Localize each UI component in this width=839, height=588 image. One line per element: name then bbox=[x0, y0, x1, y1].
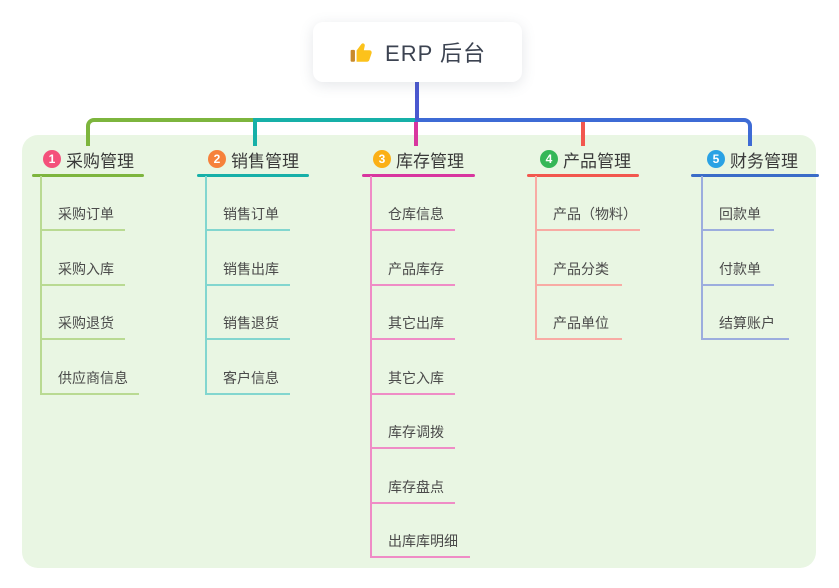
branch-label: 采购管理 bbox=[66, 151, 134, 171]
root-label: ERP 后台 bbox=[385, 41, 486, 66]
child-label: 采购退货 bbox=[58, 315, 114, 331]
child-label: 回款单 bbox=[719, 206, 761, 222]
child-node[interactable]: 客户信息 bbox=[205, 362, 290, 395]
branch-sales: 2 销售管理 销售订单 销售出库 销售退货 客户信息 bbox=[197, 148, 309, 395]
child-node[interactable]: 出库库明细 bbox=[370, 525, 470, 558]
connector-root-stem bbox=[415, 82, 419, 120]
child-label: 出库库明细 bbox=[388, 533, 458, 549]
branch-spine bbox=[701, 176, 703, 340]
child-node[interactable]: 其它出库 bbox=[370, 307, 455, 340]
child-label: 销售订单 bbox=[223, 206, 279, 222]
branch-spine bbox=[370, 176, 372, 558]
connector-product-drop bbox=[581, 118, 585, 146]
branch-underline bbox=[691, 174, 819, 177]
child-label: 付款单 bbox=[719, 261, 761, 277]
connector-purchase-elbow bbox=[86, 118, 257, 146]
branch-underline bbox=[32, 174, 144, 177]
child-node[interactable]: 销售出库 bbox=[205, 253, 290, 286]
background-panel bbox=[22, 135, 816, 568]
child-label: 供应商信息 bbox=[58, 370, 128, 386]
child-label: 结算账户 bbox=[719, 315, 775, 331]
child-node[interactable]: 其它入库 bbox=[370, 362, 455, 395]
child-node[interactable]: 回款单 bbox=[701, 198, 774, 231]
badge-number: 1 bbox=[43, 150, 61, 168]
child-label: 产品库存 bbox=[388, 261, 444, 277]
badge-number: 2 bbox=[208, 150, 226, 168]
badge-number: 5 bbox=[707, 150, 725, 168]
badge-number: 4 bbox=[540, 150, 558, 168]
child-label: 仓库信息 bbox=[388, 206, 444, 222]
branch-spine bbox=[535, 176, 537, 340]
child-label: 产品（物料） bbox=[553, 206, 637, 222]
child-node[interactable]: 产品单位 bbox=[535, 307, 622, 340]
branch-finance: 5 财务管理 回款单 付款单 结算账户 bbox=[691, 148, 819, 340]
branch-inventory-title[interactable]: 3 库存管理 bbox=[362, 148, 475, 171]
child-label: 其它出库 bbox=[388, 315, 444, 331]
child-label: 产品分类 bbox=[553, 261, 609, 277]
branch-product: 4 产品管理 产品（物料） 产品分类 产品单位 bbox=[527, 148, 640, 340]
child-node[interactable]: 库存盘点 bbox=[370, 471, 455, 504]
branch-product-title[interactable]: 4 产品管理 bbox=[527, 148, 639, 171]
branch-label: 产品管理 bbox=[563, 151, 631, 171]
child-node[interactable]: 销售订单 bbox=[205, 198, 290, 231]
child-node[interactable]: 产品库存 bbox=[370, 253, 455, 286]
branch-label: 销售管理 bbox=[231, 151, 299, 171]
child-node[interactable]: 付款单 bbox=[701, 253, 774, 286]
child-node[interactable]: 销售退货 bbox=[205, 307, 290, 340]
child-label: 产品单位 bbox=[553, 315, 609, 331]
connector-finance-elbow bbox=[415, 118, 752, 146]
child-label: 库存盘点 bbox=[388, 479, 444, 495]
child-node[interactable]: 库存调拨 bbox=[370, 416, 455, 449]
child-label: 销售出库 bbox=[223, 261, 279, 277]
child-label: 客户信息 bbox=[223, 370, 279, 386]
child-node[interactable]: 采购退货 bbox=[40, 307, 125, 340]
child-node[interactable]: 产品（物料） bbox=[535, 198, 640, 231]
branch-underline bbox=[362, 174, 475, 177]
branch-label: 财务管理 bbox=[730, 151, 798, 171]
child-label: 采购入库 bbox=[58, 261, 114, 277]
connector-inventory-drop bbox=[414, 122, 418, 146]
child-node[interactable]: 采购入库 bbox=[40, 253, 125, 286]
child-label: 其它入库 bbox=[388, 370, 444, 386]
thumbs-up-icon bbox=[349, 39, 375, 65]
branch-label: 库存管理 bbox=[396, 151, 464, 171]
child-node[interactable]: 仓库信息 bbox=[370, 198, 455, 231]
branch-inventory: 3 库存管理 仓库信息 产品库存 其它出库 其它入库 库存调拨 库存盘点 出库库… bbox=[362, 148, 475, 558]
child-node[interactable]: 结算账户 bbox=[701, 307, 789, 340]
child-label: 库存调拨 bbox=[388, 424, 444, 440]
child-node[interactable]: 产品分类 bbox=[535, 253, 622, 286]
branch-sales-title[interactable]: 2 销售管理 bbox=[197, 148, 309, 171]
child-label: 采购订单 bbox=[58, 206, 114, 222]
branch-underline bbox=[197, 174, 309, 177]
child-label: 销售退货 bbox=[223, 315, 279, 331]
root-node[interactable]: ERP 后台 bbox=[313, 22, 522, 82]
connector-sales-elbow bbox=[253, 118, 419, 146]
branch-finance-title[interactable]: 5 财务管理 bbox=[691, 148, 819, 171]
child-node[interactable]: 采购订单 bbox=[40, 198, 125, 231]
branch-purchase: 1 采购管理 采购订单 采购入库 采购退货 供应商信息 bbox=[32, 148, 144, 395]
branch-underline bbox=[527, 174, 639, 177]
child-node[interactable]: 供应商信息 bbox=[40, 362, 139, 395]
badge-number: 3 bbox=[373, 150, 391, 168]
branch-purchase-title[interactable]: 1 采购管理 bbox=[32, 148, 144, 171]
